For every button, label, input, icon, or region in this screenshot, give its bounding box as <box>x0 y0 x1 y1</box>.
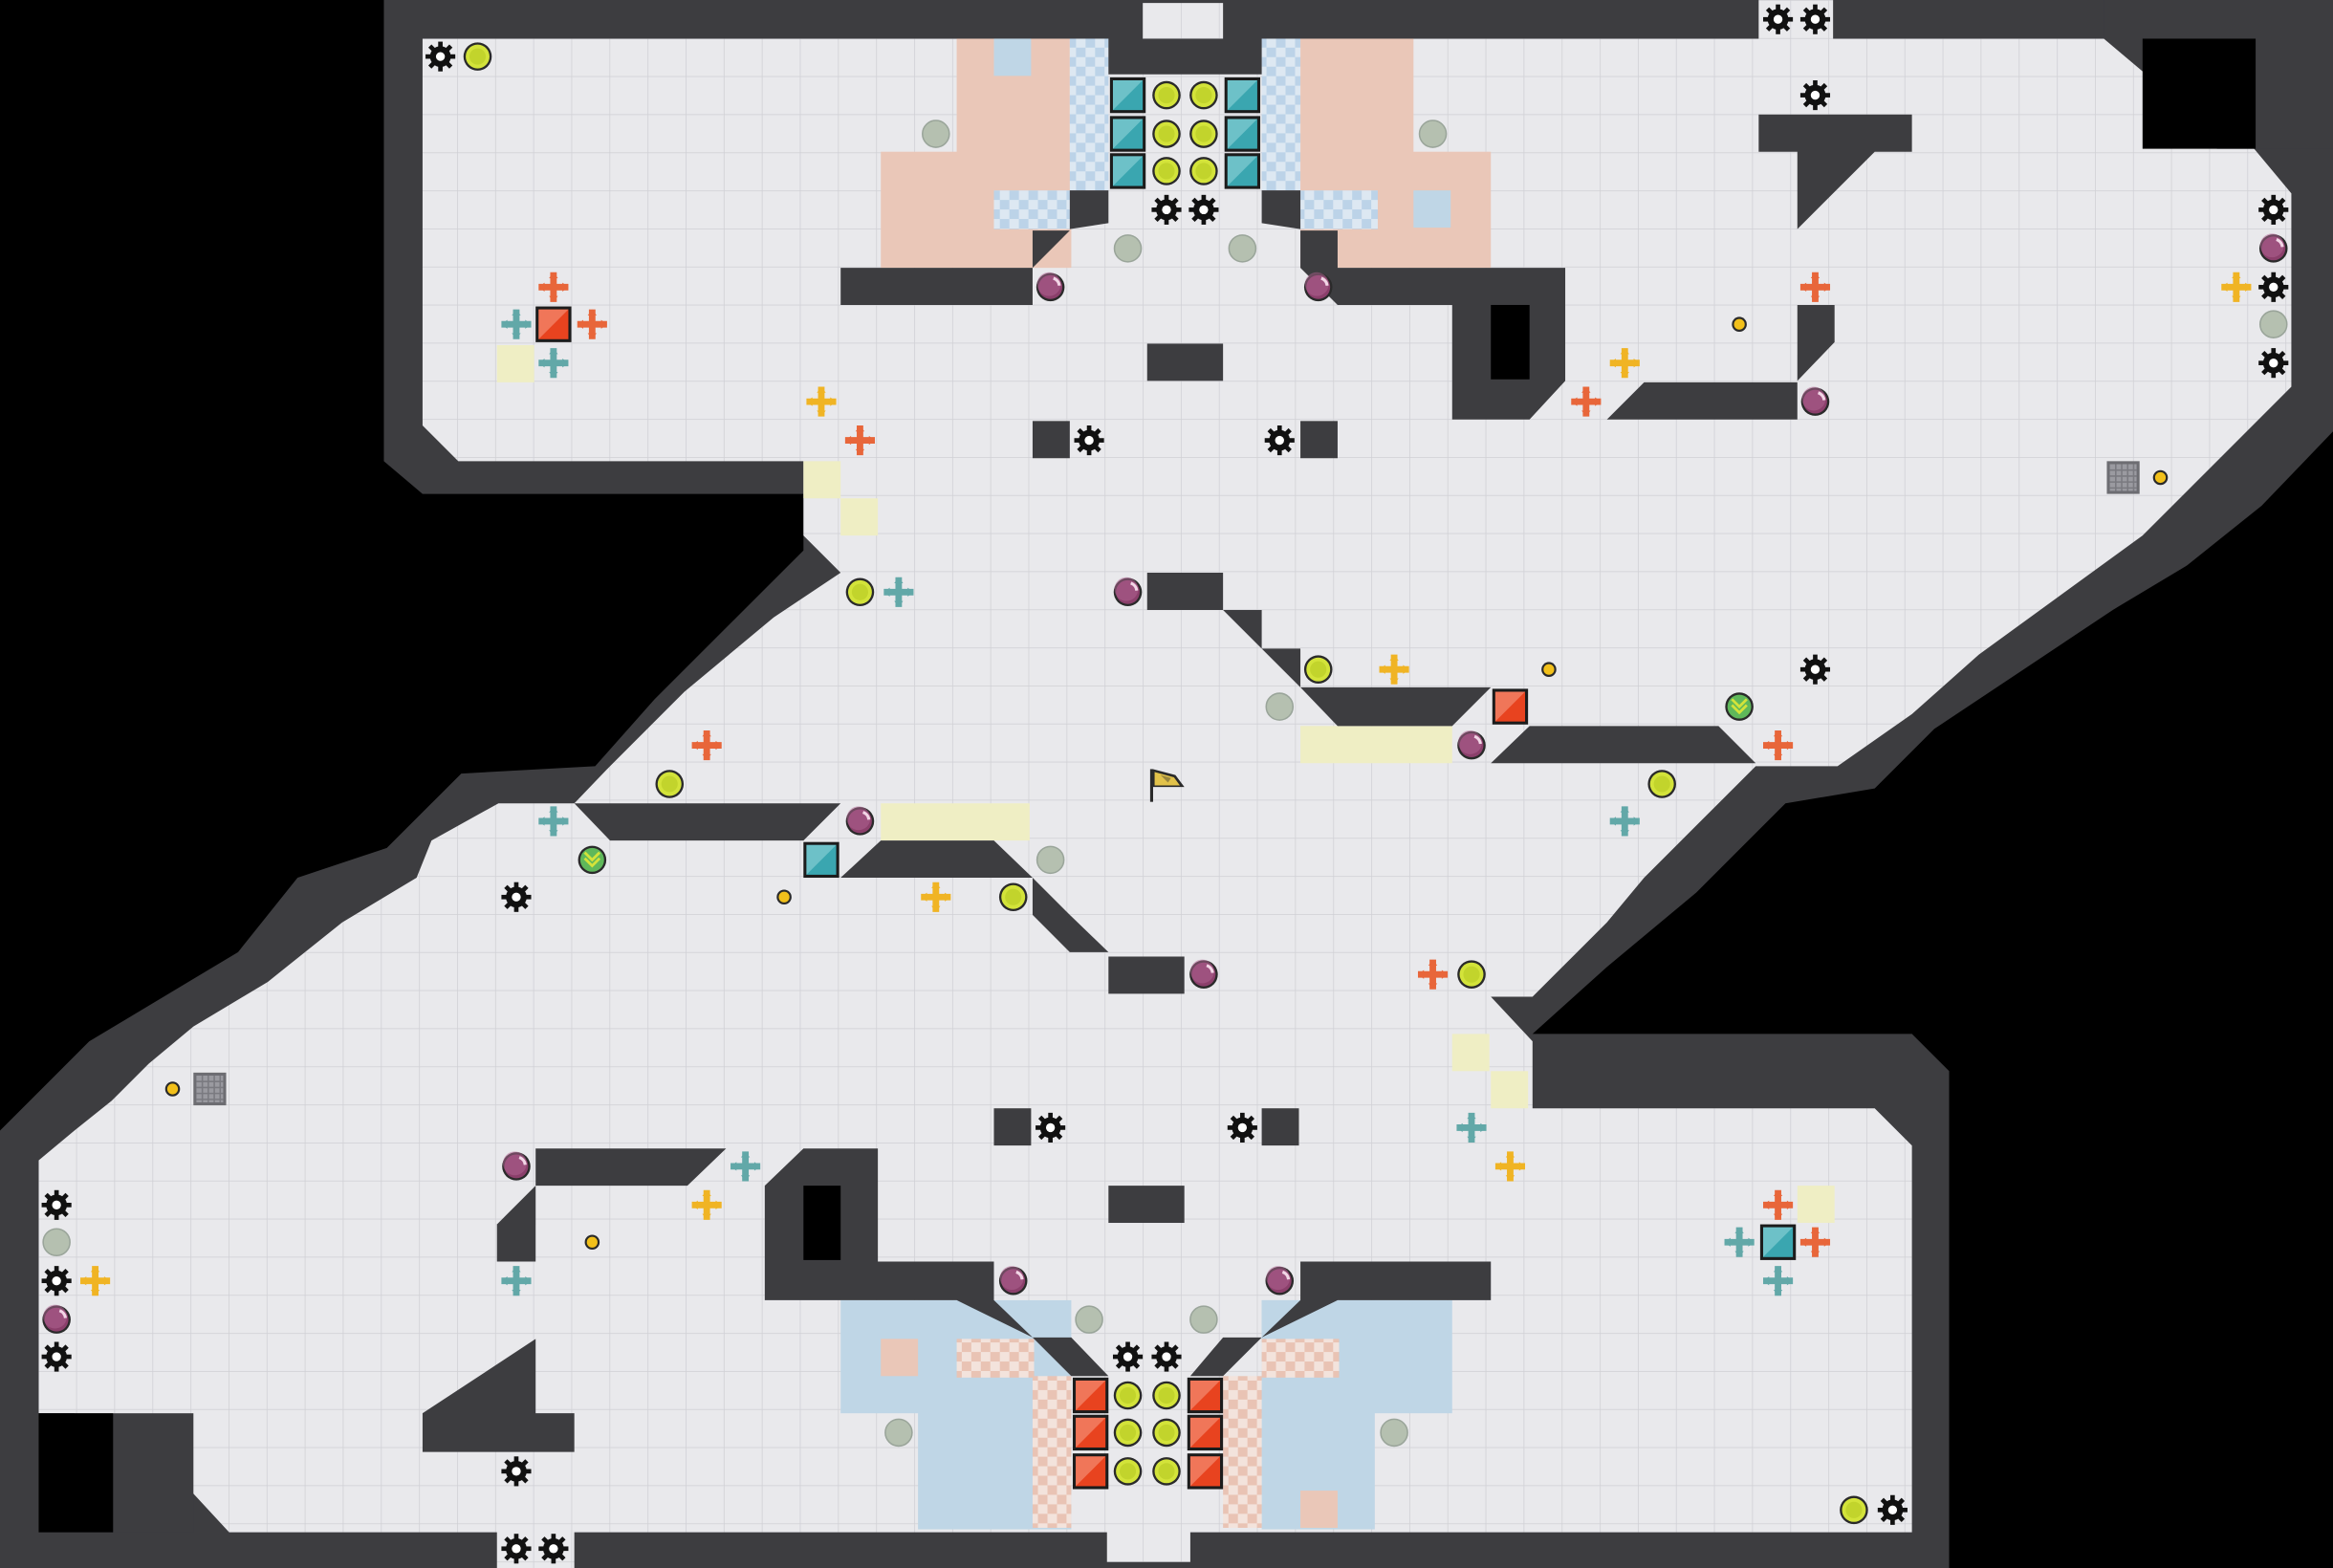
blue-flag-icon <box>1759 1224 1797 1260</box>
blue-flag-icon <box>803 841 839 879</box>
blue-team-zone-bottom <box>840 1299 1452 1530</box>
inner-walls <box>38 0 2333 1533</box>
red-flag-icon <box>535 306 572 342</box>
red-team-zone-top <box>881 38 1492 269</box>
neutral-tiles <box>496 344 1835 1224</box>
red-flag-icon <box>1492 688 1529 725</box>
neutral-flag-icon <box>1149 769 1185 802</box>
